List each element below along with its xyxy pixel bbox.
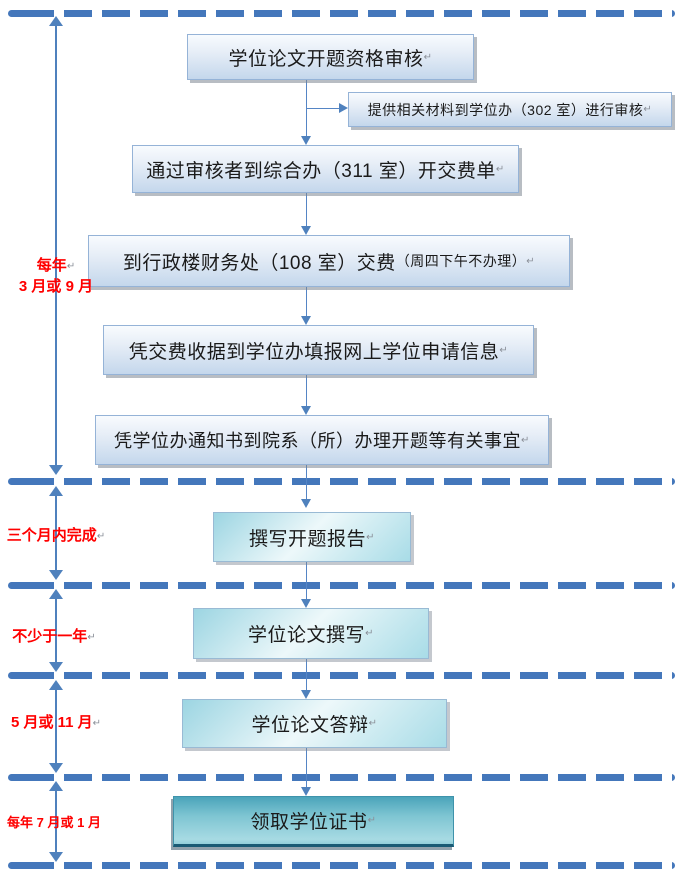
paragraph-mark: ↵ (423, 51, 433, 63)
timeline-arrow-up-icon (49, 781, 63, 791)
flow-step-label: 撰写开题报告 (249, 528, 367, 550)
arrow-down-icon (301, 787, 311, 796)
paragraph-mark: ↵ (96, 531, 106, 542)
paragraph-mark: ↵ (643, 104, 653, 115)
arrow-down-icon (301, 226, 311, 235)
timeline-arrow-down-icon (49, 852, 63, 862)
arrow-down-icon (301, 136, 311, 145)
paragraph-mark: ↵ (66, 261, 76, 272)
timeline-span-3 (55, 598, 57, 663)
paragraph-mark: ↵ (365, 628, 374, 639)
connector-line (306, 373, 307, 406)
timeline-label-annual-mar-sep: 每年↵ 3 月或 9 月 (4, 256, 108, 297)
flow-step-label: 学位论文开题资格审核 (228, 48, 424, 70)
timeline-label-may-or-november: 5 月或 11 月↵ (8, 713, 104, 734)
timeline-arrow-down-icon (49, 570, 63, 580)
paragraph-mark: ↵ (367, 815, 377, 826)
flow-step-write-thesis: 学位论文撰写↵ (193, 608, 429, 659)
branch-connector-line (307, 108, 339, 109)
flow-step-get-payment-slip: 通过审核者到综合办（311 室）开交费单↵ (132, 145, 519, 193)
dashed-separator-3 (8, 582, 675, 589)
flow-note-label: 提供相关材料到学位办（302 室）进行审核 (367, 101, 644, 118)
timeline-arrow-up-icon (49, 486, 63, 496)
flow-step-label: 学位论文答辩 (251, 715, 369, 736)
paragraph-mark: ↵ (521, 434, 530, 446)
timeline-span-4 (55, 689, 57, 764)
arrow-down-icon (301, 406, 311, 415)
flow-step-online-application: 凭交费收据到学位办填报网上学位申请信息↵ (103, 325, 534, 375)
paragraph-mark: ↵ (87, 632, 96, 643)
arrow-right-icon (339, 103, 348, 113)
timeline-label-text: 三个月内完成 (6, 527, 97, 544)
flow-step-qualification-review: 学位论文开题资格审核↵ (187, 34, 474, 80)
timeline-arrow-down-icon (49, 763, 63, 773)
timeline-arrow-up-icon (49, 680, 63, 690)
dashed-separator-6 (8, 862, 675, 869)
timeline-arrow-down-icon (49, 465, 63, 475)
dashed-separator-1 (8, 10, 675, 17)
timeline-span-2 (55, 495, 57, 571)
dashed-separator-2 (8, 478, 675, 485)
timeline-label-annual-jul-jan: 每年 7 月或 1 月 (0, 813, 108, 833)
timeline-label-text: 不少于一年 (12, 628, 88, 645)
connector-line (306, 285, 307, 316)
timeline-span-1 (55, 26, 57, 466)
arrow-down-icon (301, 499, 311, 508)
flow-step-label: 凭交费收据到学位办填报网上学位申请信息 (128, 341, 500, 363)
flow-step-label: 通过审核者到综合办（311 室）开交费单 (146, 160, 496, 182)
paragraph-mark: ↵ (92, 718, 102, 729)
paragraph-mark: ↵ (495, 163, 505, 175)
connector-line (306, 746, 307, 787)
flow-step-label: 学位论文撰写 (248, 625, 366, 646)
paragraph-mark: ↵ (366, 531, 375, 543)
timeline-label-text: 5 月或 11 月 (10, 714, 93, 731)
flow-step-department-procedures: 凭学位办通知书到院系（所）办理开题等有关事宜↵ (95, 415, 549, 465)
timeline-label-line2: 3 月或 9 月 (18, 278, 94, 295)
connector-line (306, 560, 307, 599)
flow-step-thesis-defense: 学位论文答辩↵ (182, 699, 447, 748)
timeline-arrow-up-icon (49, 16, 63, 26)
timeline-arrow-up-icon (49, 589, 63, 599)
flow-note-submit-materials: 提供相关材料到学位办（302 室）进行审核↵ (348, 92, 672, 127)
connector-line (306, 657, 307, 690)
dashed-separator-5 (8, 774, 675, 781)
timeline-arrow-down-icon (49, 662, 63, 672)
flow-step-label: 领取学位证书 (250, 812, 368, 833)
timeline-label-text: 每年 7 月或 1 月 (7, 815, 101, 830)
flow-step-write-proposal: 撰写开题报告↵ (213, 512, 411, 562)
arrow-down-icon (301, 316, 311, 325)
flow-step-pay-fee: 到行政楼财务处（108 室）交费（周四下午不办理）↵ (88, 235, 570, 287)
dashed-separator-4 (8, 672, 675, 679)
flow-step-label: 凭学位办通知书到院系（所）办理开题等有关事宜 (114, 431, 522, 451)
timeline-label-no-less-than-one-year: 不少于一年↵ (8, 627, 100, 648)
timeline-span-5 (55, 790, 57, 853)
flow-step-label-small: （周四下午不办理） (395, 253, 527, 269)
arrow-down-icon (301, 599, 311, 608)
connector-line (306, 191, 307, 226)
flow-step-receive-certificate: 领取学位证书↵ (173, 796, 454, 847)
paragraph-mark: ↵ (499, 344, 509, 356)
paragraph-mark: ↵ (526, 255, 536, 267)
arrow-down-icon (301, 690, 311, 699)
timeline-label-within-three-months: 三个月内完成↵ (4, 526, 108, 547)
timeline-label-line1: 每年 (36, 257, 67, 274)
flow-step-label: 到行政楼财务处（108 室）交费 (122, 252, 396, 274)
connector-line (306, 463, 307, 499)
connector-line (306, 78, 307, 136)
paragraph-mark: ↵ (368, 718, 378, 729)
